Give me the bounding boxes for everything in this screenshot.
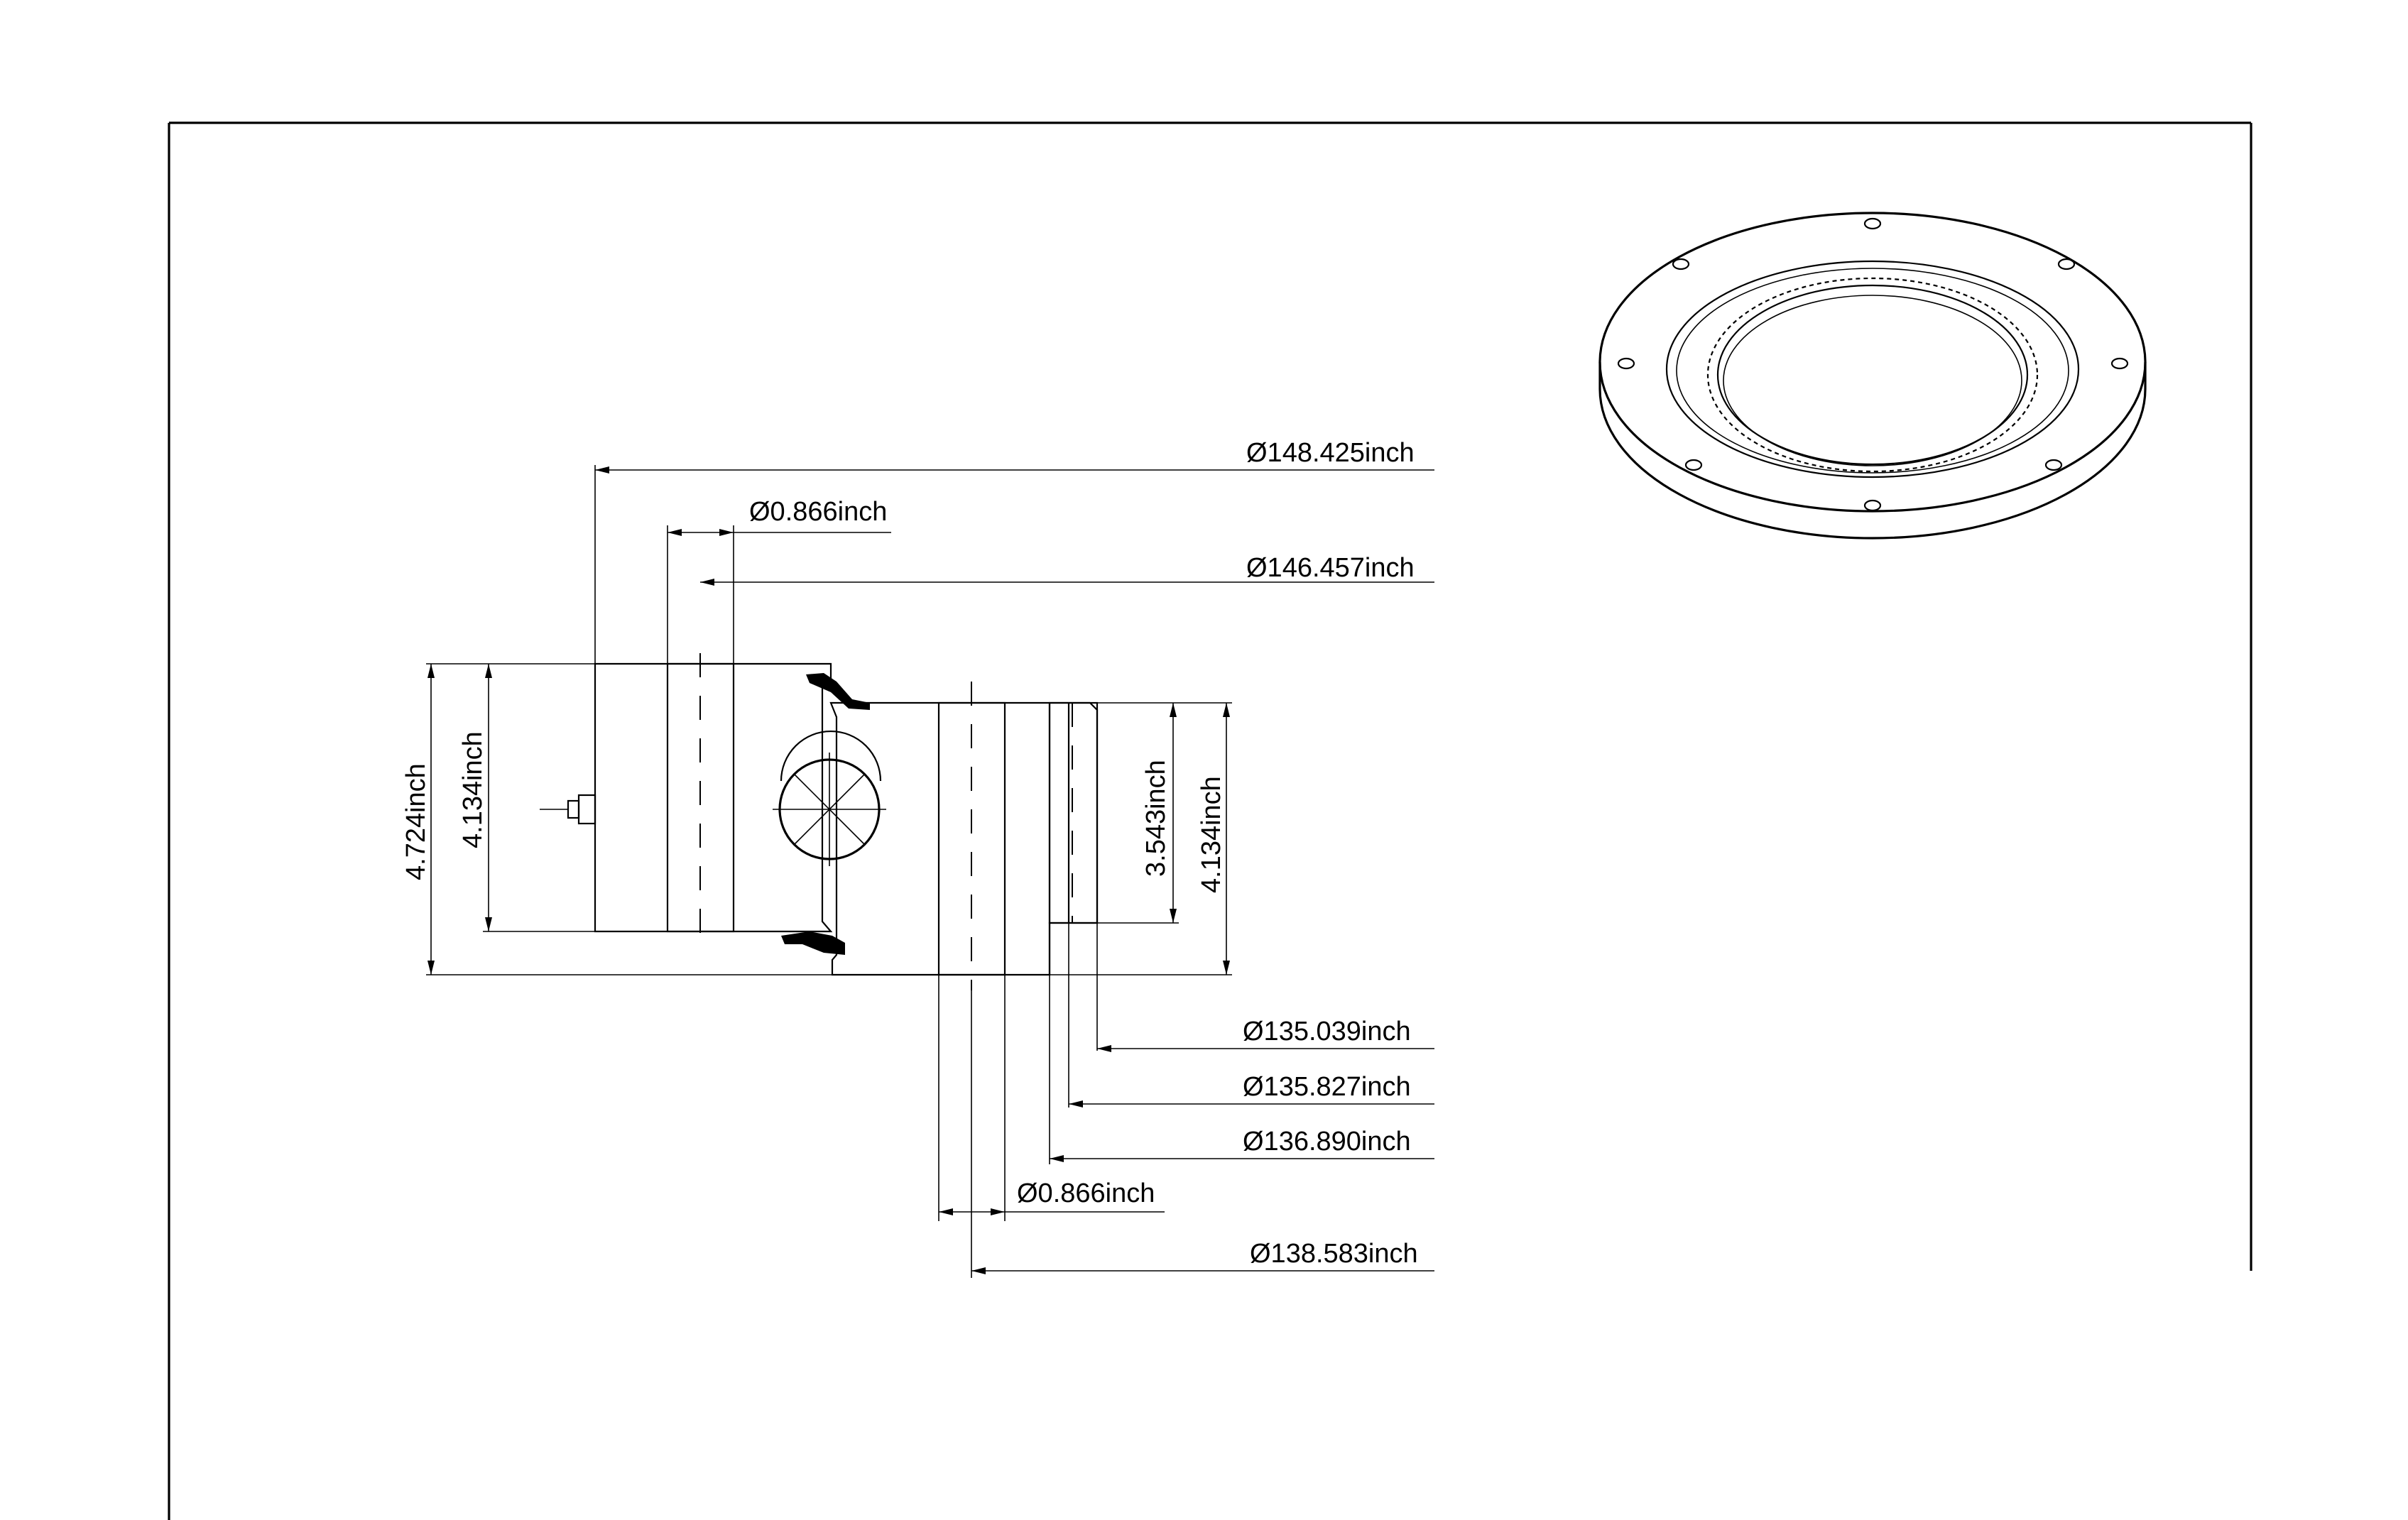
- drawing-frame: [168, 121, 2252, 1520]
- ball: [773, 753, 886, 866]
- dim-inner-diameter-1: Ø135.039inch: [1243, 1017, 1411, 1046]
- dim-total-height: 4.724inch: [401, 763, 431, 880]
- isometric-view: [1598, 212, 2147, 540]
- dim-inner-face-height: 3.543inch: [1141, 760, 1171, 877]
- outer-ring-section: [594, 662, 882, 933]
- dim-outer-bolt-hole: Ø0.866inch: [749, 497, 887, 527]
- grease-nipple: [540, 794, 596, 825]
- dim-inner-diameter-2: Ø135.827inch: [1243, 1072, 1411, 1102]
- dimension-lines: [426, 465, 1434, 1278]
- flange-bolt-holes: [1617, 217, 2129, 512]
- dim-inner-bolt-circle: Ø138.583inch: [1250, 1239, 1418, 1269]
- dim-outer-diameter: Ø148.425inch: [1246, 438, 1415, 468]
- cross-section: [540, 653, 1099, 990]
- seal-bottom: [781, 931, 845, 955]
- dim-inner-diameter-3: Ø136.890inch: [1243, 1127, 1411, 1157]
- dim-inner-ring-height: 4.134inch: [1197, 776, 1226, 893]
- dim-outer-bolt-circle: Ø146.457inch: [1246, 553, 1415, 583]
- dim-outer-ring-height: 4.134inch: [458, 731, 488, 848]
- seal-top: [806, 673, 870, 710]
- dim-inner-bolt-hole: Ø0.866inch: [1017, 1179, 1155, 1208]
